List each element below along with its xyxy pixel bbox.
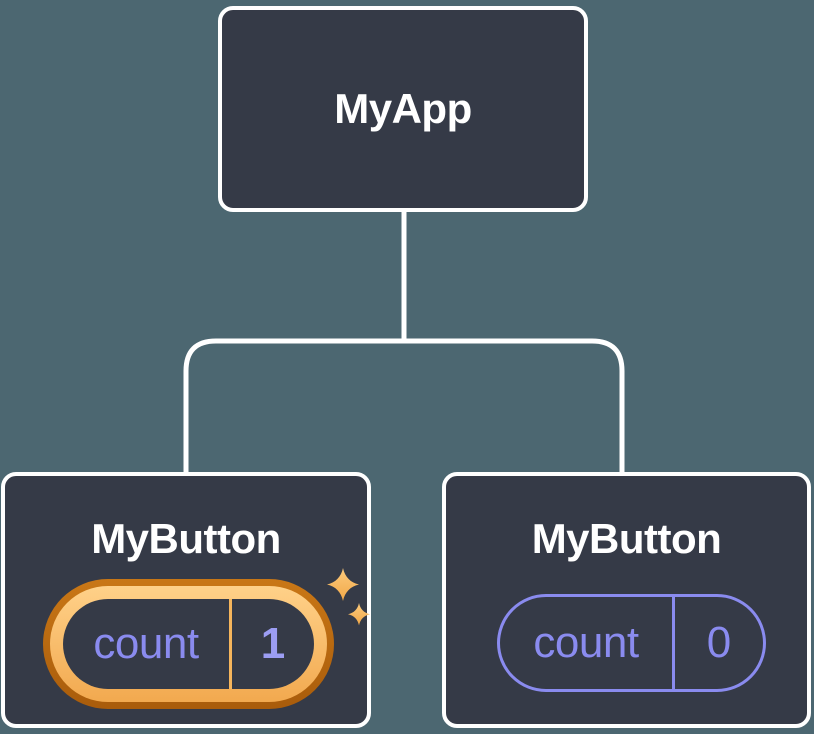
- node-title: MyButton: [531, 515, 722, 562]
- state-key: count: [533, 618, 639, 667]
- state-key: count: [93, 619, 199, 668]
- pill-body: count 1: [63, 599, 314, 689]
- pill-glow-ring: count 1: [50, 586, 327, 702]
- state-value-cell: 0: [675, 597, 763, 689]
- connector-bracket: [183, 338, 625, 473]
- state-value-cell: 1: [232, 599, 314, 689]
- pill-divider: [229, 599, 232, 689]
- state-pill: count 0: [497, 594, 766, 692]
- node-title: MyButton: [91, 515, 281, 562]
- state-value: 1: [260, 619, 286, 668]
- pill-divider: [672, 597, 675, 689]
- state-pill-highlighted: count 1: [43, 579, 334, 709]
- state-key-cell: count: [63, 599, 229, 689]
- node-title: MyApp: [334, 85, 472, 132]
- tree-node-mybutton-2: MyButton count 0: [442, 472, 811, 728]
- state-key-cell: count: [500, 597, 672, 689]
- state-value: 0: [706, 618, 732, 667]
- tree-node-myapp: MyApp: [218, 6, 588, 212]
- sparkle-large: [327, 568, 359, 601]
- sparkle-small: [348, 603, 370, 626]
- tree-node-mybutton-1: MyButton count 1: [1, 472, 371, 728]
- sparkles-icon: [327, 568, 370, 626]
